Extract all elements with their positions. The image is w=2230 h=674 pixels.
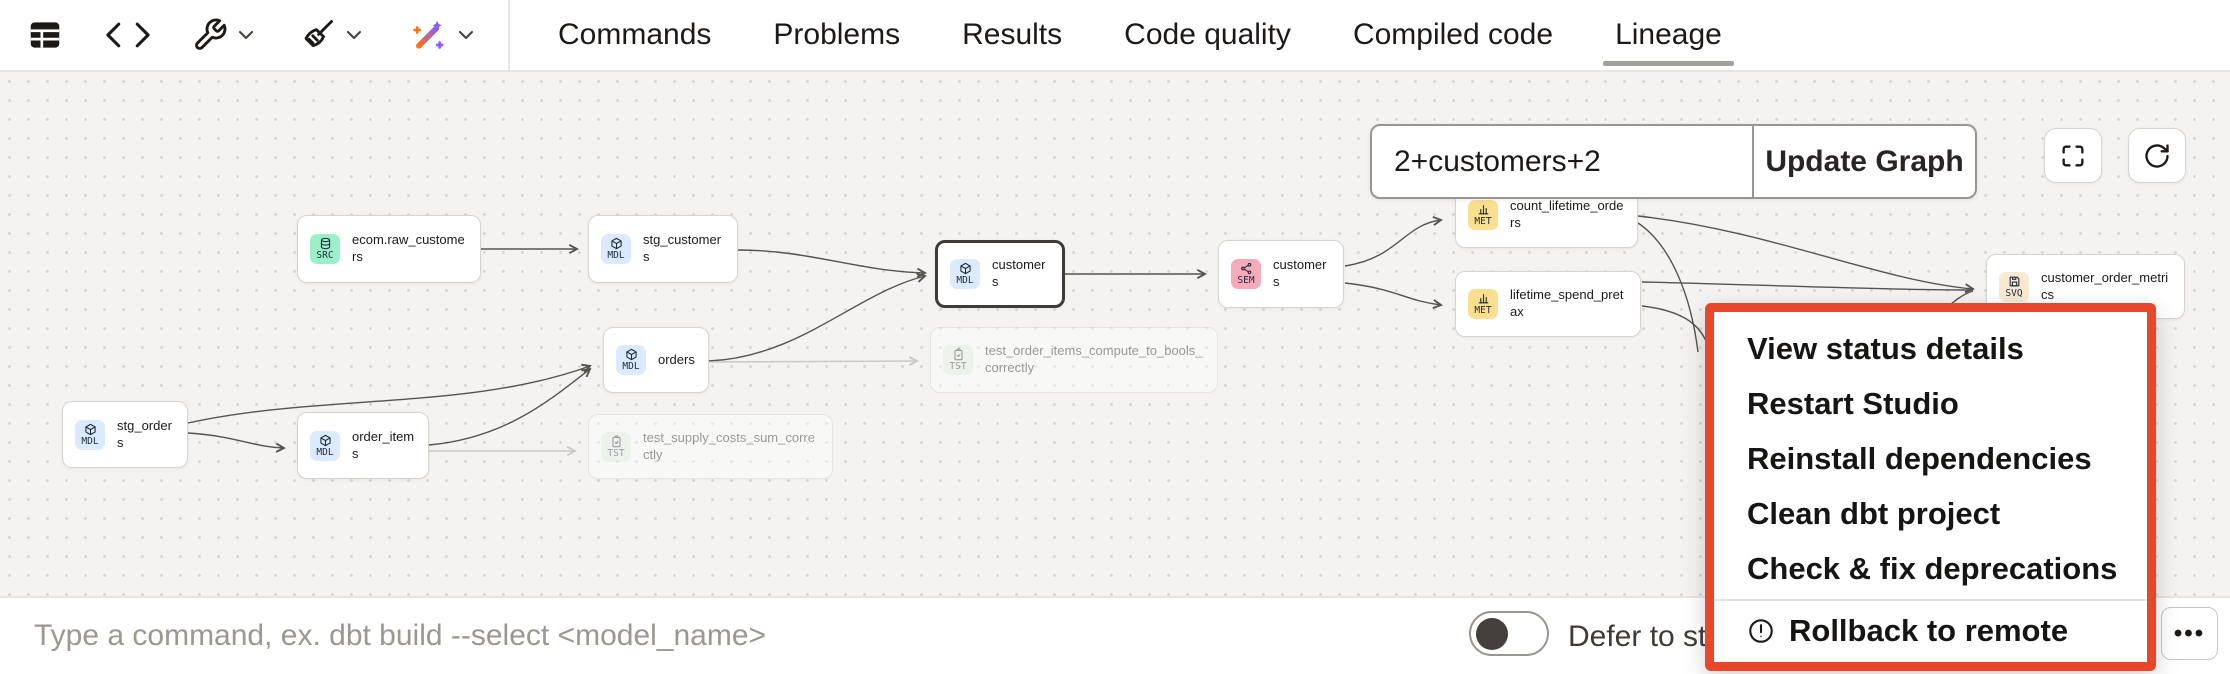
menu-item-rollback-to-remote[interactable]: Rollback to remote: [1714, 604, 2147, 659]
badge-label: MDL: [316, 446, 334, 458]
lineage-node-customers-model[interactable]: MDL customers: [935, 240, 1065, 308]
graph-selector: 2+customers+2 Update Graph: [1370, 124, 1977, 199]
chevron-down-icon[interactable]: [234, 23, 258, 47]
more-options-button[interactable]: •••: [2161, 607, 2218, 660]
badge-label: MDL: [607, 250, 625, 262]
model-icon: [959, 263, 971, 275]
model-icon: [319, 434, 331, 446]
node-label: order_items: [352, 428, 415, 461]
fullscreen-icon: [2062, 145, 2084, 166]
ai-assist-button[interactable]: [408, 15, 478, 55]
tab-compiled-code[interactable]: Compiled code: [1352, 18, 1554, 51]
defer-toggle[interactable]: [1469, 611, 1549, 656]
metric-icon: [1478, 294, 1488, 304]
node-label: customer_order_metrics: [2041, 269, 2169, 302]
node-label: stg_customers: [643, 232, 722, 264]
table-view-button[interactable]: [26, 16, 64, 54]
node-label: customers: [1273, 257, 1327, 289]
menu-item-reinstall-dependencies[interactable]: Reinstall dependencies: [1747, 440, 2092, 476]
lineage-node-customers-semantic[interactable]: SEM customers: [1218, 240, 1344, 308]
badge-label: TST: [949, 361, 967, 373]
tab-lineage[interactable]: Lineage: [1603, 0, 1734, 70]
model-icon: [84, 423, 96, 435]
saved-query-icon: [2009, 276, 2019, 287]
tab-code-quality[interactable]: Code quality: [1124, 18, 1291, 51]
chevron-down-icon[interactable]: [454, 23, 478, 47]
code-icon: [106, 22, 150, 48]
node-label: ecom.raw_customers: [352, 232, 465, 264]
selector-input[interactable]: 2+customers+2: [1372, 126, 1754, 197]
badge-label: MDL: [81, 435, 99, 447]
node-label: stg_orders: [117, 417, 172, 450]
menu-item-restart-studio[interactable]: Restart Studio: [1747, 385, 1959, 421]
test-icon: [611, 435, 621, 447]
lineage-node-orders[interactable]: MDL orders: [603, 327, 709, 393]
warning-icon: [1747, 617, 1775, 645]
badge-label: MET: [1474, 215, 1492, 227]
lineage-node-stg-customers[interactable]: MDL stg_customers: [588, 215, 738, 283]
tab-problems[interactable]: Problems: [773, 18, 901, 51]
node-label: count_lifetime_orders: [1510, 197, 1624, 230]
toggle-knob: [1476, 617, 1508, 650]
toolbar-icon-group: [0, 0, 508, 70]
badge-label: TST: [607, 447, 625, 459]
status-context-menu: View status details Restart Studio Reins…: [1705, 303, 2156, 671]
badge-label: SVQ: [2005, 287, 2023, 299]
node-label: test_order_items_compute_to_bools_correc…: [985, 343, 1203, 375]
magic-wand-icon: [413, 20, 444, 49]
node-label: lifetime_spend_pretax: [1510, 287, 1624, 319]
refresh-icon: [2145, 143, 2169, 168]
node-label: test_supply_costs_sum_correctly: [643, 429, 815, 462]
wrench-icon: [195, 18, 227, 50]
menu-item-check-fix-deprecations[interactable]: Check & fix deprecations: [1747, 550, 2118, 586]
menu-divider: [1714, 599, 2147, 601]
metric-icon: [1478, 204, 1488, 215]
tab-commands[interactable]: Commands: [558, 18, 712, 51]
update-graph-button[interactable]: Update Graph: [1765, 144, 1964, 178]
menu-item-view-status-details[interactable]: View status details: [1747, 330, 2024, 366]
tab-bar: Commands Problems Results Code quality C…: [510, 0, 1734, 70]
badge-label: SEM: [1237, 275, 1255, 287]
top-toolbar: Commands Problems Results Code quality C…: [0, 0, 2230, 72]
fullscreen-button[interactable]: [2044, 128, 2102, 183]
menu-item-clean-dbt-project[interactable]: Clean dbt project: [1747, 495, 2001, 531]
node-label: orders: [658, 351, 695, 367]
badge-label: MET: [1474, 305, 1492, 317]
lineage-node-test-order-items[interactable]: TST test_order_items_compute_to_bools_co…: [930, 327, 1218, 393]
badge-label: MDL: [622, 361, 640, 373]
build-tools-button[interactable]: [192, 17, 258, 53]
refresh-button[interactable]: [2128, 128, 2186, 183]
defer-label: Defer to sta: [1568, 620, 1724, 653]
lineage-node-order-items[interactable]: MDL order_items: [297, 412, 429, 479]
chevron-down-icon[interactable]: [342, 23, 366, 47]
toolbar-divider: [508, 0, 510, 71]
table-view-icon: [30, 22, 60, 48]
lineage-node-ecom-raw-customers[interactable]: SRC ecom.raw_customers: [297, 215, 481, 283]
lineage-node-test-supply-costs[interactable]: TST test_supply_costs_sum_correctly: [588, 414, 833, 479]
code-button[interactable]: [106, 18, 150, 52]
menu-item-label: Rollback to remote: [1789, 613, 2069, 648]
node-label: customers: [992, 257, 1046, 289]
test-icon: [953, 348, 963, 361]
lineage-node-stg-orders[interactable]: MDL stg_orders: [62, 401, 188, 468]
badge-label: MDL: [956, 275, 974, 287]
model-icon: [625, 349, 637, 361]
cleanup-button[interactable]: [300, 17, 366, 53]
semantic-model-icon: [1240, 263, 1251, 275]
model-icon: [610, 238, 622, 250]
broom-icon: [304, 20, 333, 48]
source-icon: [320, 238, 330, 250]
badge-label: SRC: [316, 250, 334, 262]
tab-results[interactable]: Results: [962, 18, 1063, 51]
lineage-node-lifetime-spend-pretax[interactable]: MET lifetime_spend_pretax: [1455, 271, 1641, 337]
